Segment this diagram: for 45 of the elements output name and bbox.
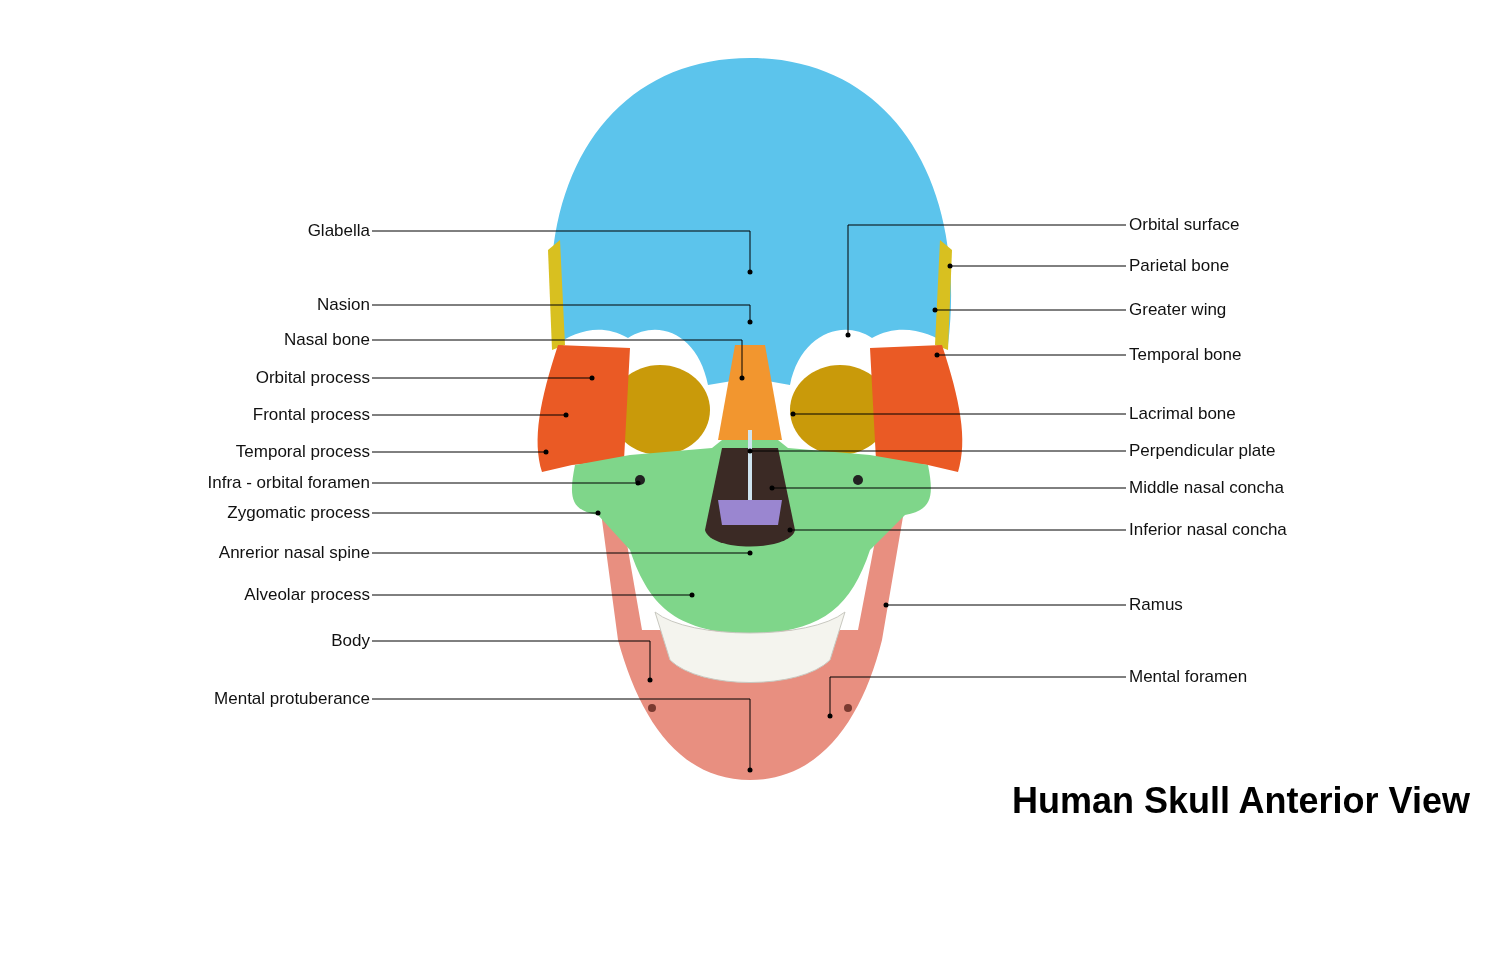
part-label: Glabella	[307, 221, 370, 241]
leader-line	[371, 339, 745, 381]
leader-line	[787, 527, 1127, 533]
part-label: Nasal bone	[284, 330, 370, 350]
leader-line	[747, 448, 1127, 454]
leader-line	[371, 449, 549, 455]
leader-line	[934, 352, 1127, 358]
leader-line	[790, 411, 1127, 417]
leader-line	[371, 375, 595, 381]
part-label: Parietal bone	[1129, 256, 1230, 276]
part-label: Temporal bone	[1129, 345, 1242, 365]
part-label: Frontal process	[252, 405, 370, 425]
leader-line	[947, 263, 1127, 269]
part-label: Infra - orbital foramen	[207, 473, 370, 493]
leader-line	[845, 224, 1127, 338]
part-label: Anrerior nasal spine	[218, 543, 370, 563]
part-label: Inferior nasal concha	[1129, 520, 1287, 540]
leader-line	[827, 676, 1127, 719]
leader-line	[769, 485, 1127, 491]
leader-line	[371, 412, 569, 418]
part-label: Body	[331, 631, 370, 651]
diagram-title: Human Skull Anterior View	[1011, 780, 1470, 822]
leader-line	[883, 602, 1127, 608]
leader-line	[371, 640, 653, 683]
leader-line	[371, 230, 753, 275]
part-label: Perpendicular plate	[1129, 441, 1276, 461]
leader-line	[371, 510, 601, 516]
part-label: Alveolar process	[244, 585, 370, 605]
part-label: Mental protuberance	[214, 689, 370, 709]
part-label: Middle nasal concha	[1129, 478, 1284, 498]
part-label: Nasion	[317, 295, 370, 315]
leader-line	[371, 550, 753, 556]
part-label: Orbital process	[255, 368, 370, 388]
part-label: Mental foramen	[1129, 667, 1248, 687]
part-label: Temporal process	[235, 442, 370, 462]
part-label: Lacrimal bone	[1129, 404, 1236, 424]
leader-line	[371, 698, 753, 773]
leader-line	[371, 304, 753, 325]
leader-line	[371, 480, 641, 486]
leader-line	[932, 307, 1127, 313]
part-label: Orbital surface	[1129, 215, 1240, 235]
part-label: Ramus	[1129, 595, 1183, 615]
leader-line	[371, 592, 695, 598]
part-label: Greater wing	[1129, 300, 1227, 320]
part-label: Zygomatic process	[227, 503, 370, 523]
